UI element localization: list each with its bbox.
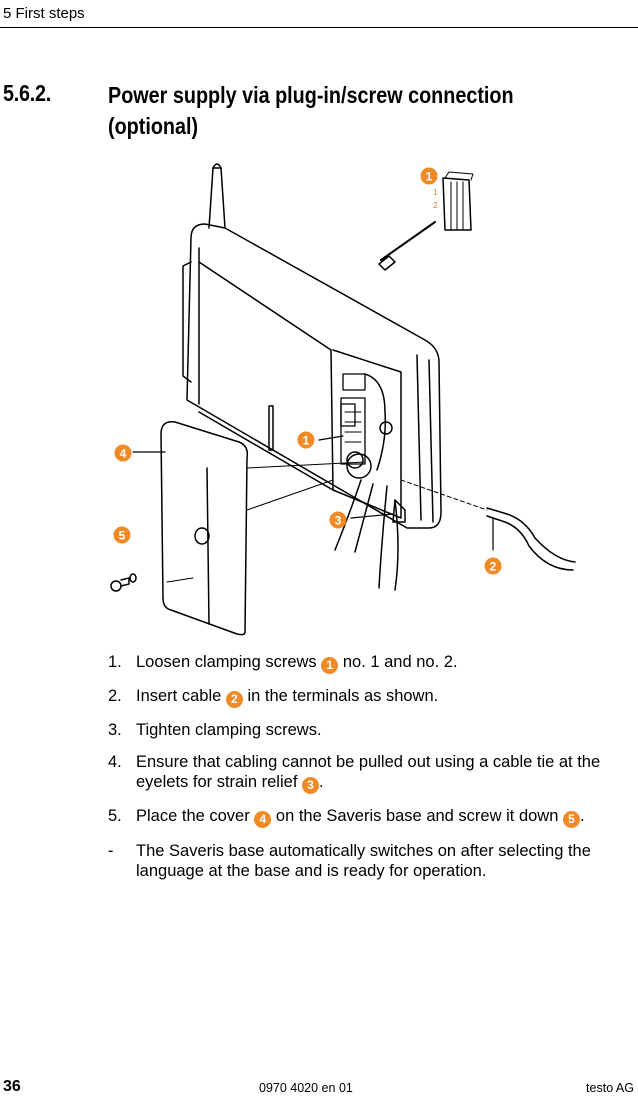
svg-text:5: 5 (119, 529, 126, 543)
svg-text:2: 2 (490, 560, 497, 574)
company-name: testo AG (586, 1081, 634, 1095)
section-number: 5.6.2. (3, 80, 51, 106)
document-number: 0970 4020 en 01 (259, 1081, 353, 1095)
step-4: 4.Ensure that cabling cannot be pulled o… (108, 753, 601, 794)
section-title: Power supply via plug-in/screw connectio… (108, 82, 514, 139)
svg-text:4: 4 (120, 447, 127, 461)
step-3: 3.Tighten clamping screws. (108, 721, 322, 739)
callout-4-inline: 4 (254, 811, 272, 828)
step-2: 2.Insert cable 2 in the terminals as sho… (108, 687, 439, 708)
terminal-label-1: 1 (433, 188, 438, 197)
callout-1-top: 1 (420, 167, 438, 185)
callout-3-inline: 3 (301, 777, 319, 794)
svg-text:1: 1 (303, 434, 310, 448)
callout-1-middle: 1 (297, 431, 315, 449)
callout-4: 4 (114, 444, 132, 462)
device-illustration: 1 2 1 1 2 3 4 5 (110, 163, 576, 636)
page-number: 36 (3, 1078, 21, 1095)
svg-text:3: 3 (335, 514, 342, 528)
step-5: 5.Place the cover 4 on the Saveris base … (108, 807, 585, 828)
saveris-base-body (186, 223, 442, 529)
svg-text:1: 1 (426, 170, 433, 184)
callout-2: 2 (484, 557, 502, 575)
callout-5-inline: 5 (562, 811, 580, 828)
terminal-label-2: 2 (433, 201, 438, 210)
callout-1-inline: 1 (321, 657, 339, 674)
step-1: 1.Loosen clamping screws 1 no. 1 and no.… (108, 653, 458, 674)
page-header: 5 First steps (0, 0, 638, 28)
callout-3: 3 (329, 511, 347, 529)
callout-2-inline: 2 (225, 691, 243, 708)
callout-5: 5 (113, 526, 131, 544)
note: -The Saveris base automatically switches… (108, 842, 591, 880)
chapter-title: 5 First steps (3, 5, 85, 22)
instruction-list: 1.Loosen clamping screws 1 no. 1 and no.… (108, 652, 636, 881)
cover (160, 421, 249, 636)
